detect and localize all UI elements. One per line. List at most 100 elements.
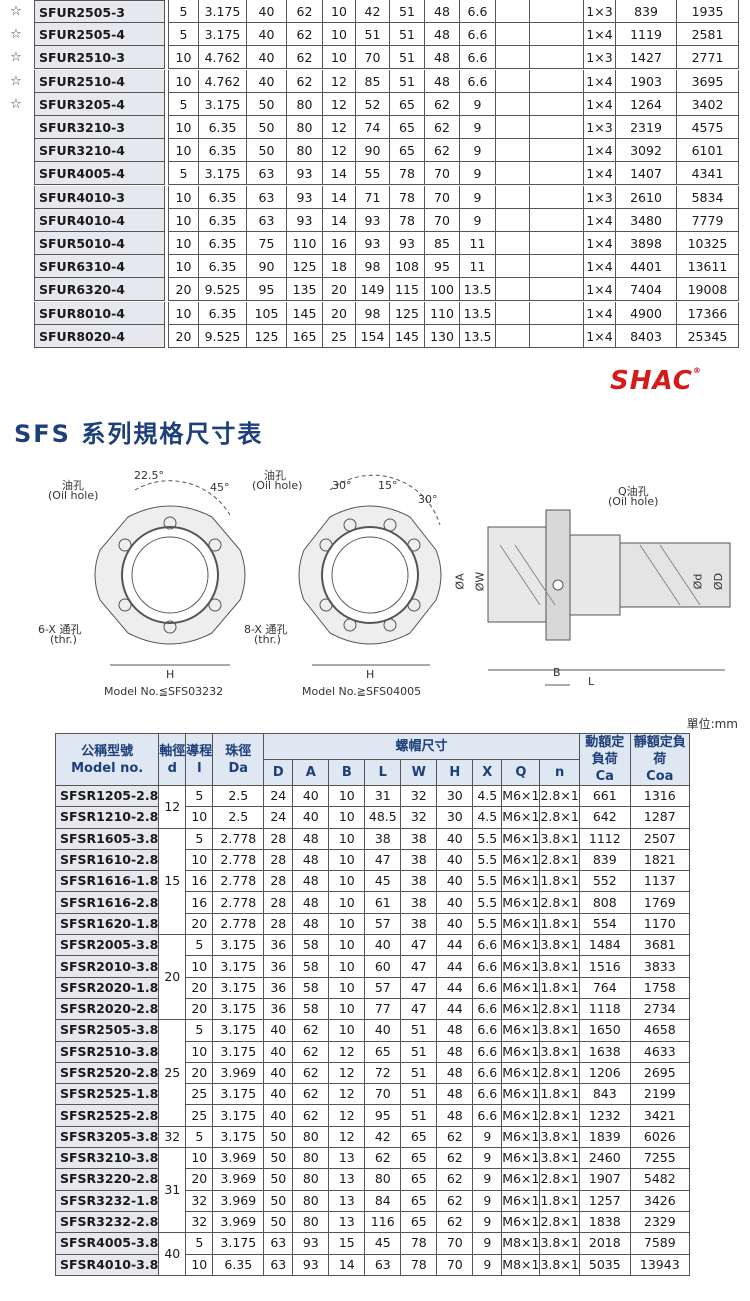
sfur-cell: 65 (390, 139, 425, 163)
nut-dim-cell: 40 (263, 1061, 294, 1085)
static-load-cell: 1316 (629, 784, 690, 808)
eight-hole-en-label: (thr.) (254, 633, 281, 646)
nut-dim-cell: 62 (436, 1189, 474, 1212)
star-mark (6, 209, 26, 232)
sfur-cell: 40 (247, 69, 287, 93)
sfur-model-cell: SFUR2510-3 (34, 46, 165, 70)
sfur-cell: 3092 (616, 139, 677, 163)
dia-d-small-label: Ød (691, 573, 705, 590)
sfur-cell: 1×4 (584, 232, 616, 255)
lead-cell: 20 (185, 1168, 214, 1191)
page-title: SFS 系列規格尺寸表 (14, 420, 264, 448)
sfur-cell: 10 (323, 23, 356, 47)
dynamic-load-cell: 1118 (578, 997, 631, 1021)
sfur-cell: 52 (356, 92, 390, 116)
lead-cell: 5 (185, 1232, 214, 1255)
sfur-cell (496, 0, 530, 23)
nut-dim-cell: 51 (400, 1104, 438, 1127)
sfur-cell: 70 (356, 46, 390, 70)
nut-dim-cell: 30 (436, 784, 474, 808)
sfur-cell (496, 69, 530, 93)
nut-dim-cell: 24 (263, 806, 294, 829)
dynamic-load-cell: 661 (578, 784, 631, 808)
nut-dim-cell: 4.5 (472, 806, 503, 829)
nut-dim-cell: 13 (328, 1147, 366, 1170)
dynamic-load-cell: 1112 (578, 827, 631, 850)
dynamic-load-cell: 1516 (578, 955, 631, 978)
model-cell: SFSR1610-2.8 (54, 848, 160, 872)
nut-dim-cell: 42 (364, 1125, 402, 1149)
sfur-cell: 80 (287, 116, 323, 139)
nut-dim-cell: 65 (400, 1210, 438, 1234)
nut-dim-cell: 5.5 (472, 891, 503, 914)
static-load-cell: 1769 (629, 891, 690, 914)
sfur-cell: 1×4 (584, 139, 616, 163)
nut-dim-cell: 5.5 (472, 870, 503, 893)
sfur-cell: 48 (425, 69, 460, 93)
nut-dim-cell: 36 (263, 976, 294, 999)
model-cell: SFSR1616-2.8 (54, 891, 160, 914)
nut-dim-cell: 80 (292, 1168, 330, 1191)
sfur-cell: 13611 (677, 255, 739, 279)
nut-dim-cell: 32 (400, 784, 438, 808)
sfur-cell: 149 (356, 278, 390, 302)
lead-cell: 32 (185, 1210, 214, 1234)
nut-dim-cell: 48 (436, 1019, 474, 1042)
nut-dim-cell: 47 (400, 997, 438, 1021)
sfur-cell: 1×4 (584, 92, 616, 116)
sfur-cell: 78 (390, 162, 425, 186)
sfur-cell: 3.175 (199, 92, 247, 116)
sfur-cell (496, 92, 530, 116)
sfur-cell: 9 (460, 185, 496, 209)
sfur-cell: 1×4 (584, 69, 616, 93)
nut-dim-cell: 40 (263, 1019, 294, 1042)
nut-dim-cell: 36 (263, 955, 294, 978)
lead-cell: 10 (185, 1040, 214, 1063)
nut-dim-cell: 70 (436, 1232, 474, 1255)
sfur-cell: 75 (247, 232, 287, 255)
static-load-cell: 5482 (629, 1168, 690, 1191)
nut-dim-cell: 32 (400, 806, 438, 829)
angle-45-label: 45° (210, 481, 230, 494)
sfur-cell: 7404 (616, 278, 677, 302)
sfur-cell: 14 (323, 185, 356, 209)
nut-dim-cell: 10 (328, 1019, 366, 1042)
dynamic-load-cell: 554 (578, 912, 631, 936)
sfur-cell: 93 (287, 162, 323, 186)
nut-dim-cell: 6.6 (472, 1083, 503, 1106)
star-mark: ☆ (10, 50, 22, 66)
model-cell: SFSR2020-1.8 (54, 976, 160, 999)
sfur-cell: 10 (323, 46, 356, 70)
ball-cell: 3.175 (212, 1083, 265, 1106)
static-load-cell: 1287 (629, 806, 690, 829)
nut-dim-cell: 28 (263, 848, 294, 872)
sfur-cell (496, 255, 530, 279)
nut-dim-cell: 15 (328, 1232, 366, 1255)
nut-dim-cell: 40 (292, 784, 330, 808)
angle-15-label: 15° (378, 479, 398, 492)
sfur-cell: 48 (425, 0, 460, 23)
sfur-cell: 20 (323, 301, 356, 325)
sfur-cell: 9 (460, 92, 496, 116)
sfur-cell: 40 (247, 0, 287, 23)
static-load-cell: 1821 (629, 848, 690, 872)
sfur-cell (496, 162, 530, 186)
nut-dim-cell: 13 (328, 1210, 366, 1234)
ball-cell: 2.5 (212, 784, 265, 808)
model-note-mid: Model No.≧SFS04005 (302, 685, 422, 698)
sfur-cell: 3898 (616, 232, 677, 255)
nut-dim-cell: M6×1 (501, 955, 541, 978)
dynamic-load-cell: 764 (578, 976, 631, 999)
sfur-cell: 98 (356, 301, 390, 325)
sfur-cell: 13.5 (460, 301, 496, 325)
sfur-cell: 51 (356, 23, 390, 47)
nut-dim-cell: M6×1 (501, 1189, 541, 1212)
sfur-cell: 115 (390, 278, 425, 302)
sfur-cell: 4401 (616, 255, 677, 279)
sfur-cell: 50 (247, 139, 287, 163)
star-mark: ☆ (10, 27, 22, 43)
